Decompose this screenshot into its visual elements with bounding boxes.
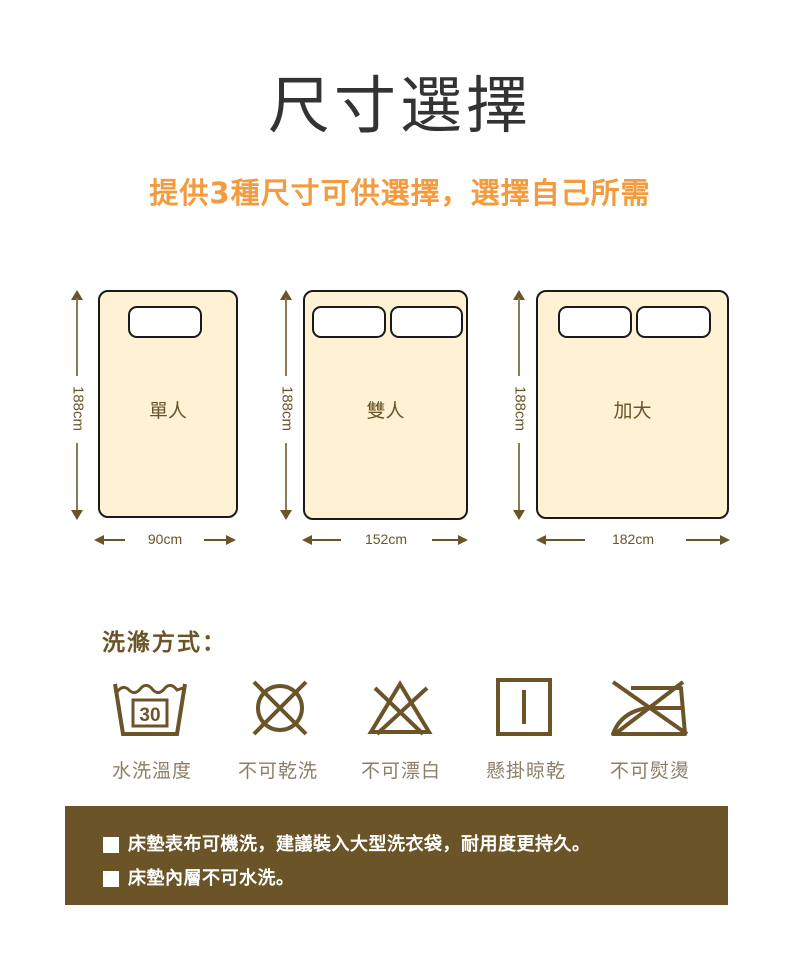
notice-item: 床墊內層不可水洗。 bbox=[103, 862, 728, 896]
arrow-left-icon bbox=[94, 535, 104, 545]
arrow-left-icon bbox=[302, 535, 312, 545]
dimension-line bbox=[686, 539, 720, 541]
dimension-line bbox=[76, 298, 78, 376]
arrow-down-icon bbox=[71, 510, 83, 520]
care-label: 不可乾洗 bbox=[237, 760, 318, 782]
dimension-line bbox=[204, 539, 226, 541]
pillow-icon bbox=[128, 306, 202, 338]
dimension-line bbox=[285, 298, 287, 376]
no-dry-clean-icon bbox=[252, 680, 308, 736]
notice-text: 床墊內層不可水洗。 bbox=[128, 868, 295, 889]
arrow-right-icon bbox=[226, 535, 236, 545]
width-label: 152cm bbox=[364, 531, 408, 547]
arrow-up-icon bbox=[280, 290, 292, 300]
length-label: 188cm bbox=[511, 385, 529, 432]
no-bleach-icon bbox=[367, 680, 433, 736]
care-label: 不可熨燙 bbox=[609, 760, 690, 782]
dimension-line bbox=[518, 443, 520, 511]
bed-size-name: 雙人 bbox=[366, 400, 405, 422]
arrow-left-icon bbox=[536, 535, 546, 545]
no-iron-icon bbox=[611, 680, 689, 736]
bed-king-diagram: 加大 bbox=[536, 290, 729, 519]
notice-item: 床墊表布可機洗，建議裝入大型洗衣袋，耐用度更持久。 bbox=[103, 828, 728, 862]
pillow-icon bbox=[312, 306, 386, 338]
arrow-right-icon bbox=[458, 535, 468, 545]
pillow-icon bbox=[558, 306, 632, 338]
square-bullet-icon bbox=[103, 871, 119, 887]
dimension-line bbox=[311, 539, 341, 541]
dimension-line bbox=[103, 539, 125, 541]
care-section-title: 洗滌方式： bbox=[102, 630, 227, 656]
wash-30-icon: 30 bbox=[113, 683, 187, 736]
care-notice-box: 床墊表布可機洗，建議裝入大型洗衣袋，耐用度更持久。 床墊內層不可水洗。 bbox=[65, 806, 728, 905]
width-label: 182cm bbox=[611, 531, 655, 547]
arrow-right-icon bbox=[720, 535, 730, 545]
bed-single-diagram: 單人 bbox=[98, 290, 238, 518]
dimension-line bbox=[285, 443, 287, 511]
length-label: 188cm bbox=[69, 385, 87, 432]
dimension-line bbox=[432, 539, 458, 541]
arrow-down-icon bbox=[513, 510, 525, 520]
bed-double-diagram: 雙人 bbox=[303, 290, 468, 520]
dimension-line bbox=[545, 539, 585, 541]
bed-size-name: 單人 bbox=[148, 400, 187, 422]
dimension-line bbox=[518, 298, 520, 376]
hang-dry-icon bbox=[496, 678, 552, 736]
arrow-down-icon bbox=[280, 510, 292, 520]
square-bullet-icon bbox=[103, 837, 119, 853]
arrow-up-icon bbox=[513, 290, 525, 300]
care-label: 不可漂白 bbox=[360, 760, 441, 782]
page-title: 尺寸選擇 bbox=[267, 69, 532, 142]
care-label: 懸掛晾乾 bbox=[485, 760, 566, 782]
page-subtitle: 提供3種尺寸可供選擇，選擇自己所需 bbox=[149, 176, 651, 210]
pillow-icon bbox=[636, 306, 711, 338]
arrow-up-icon bbox=[71, 290, 83, 300]
bed-size-name: 加大 bbox=[613, 400, 652, 422]
pillow-icon bbox=[390, 306, 463, 338]
notice-text: 床墊表布可機洗，建議裝入大型洗衣袋，耐用度更持久。 bbox=[128, 834, 591, 855]
width-label: 90cm bbox=[147, 531, 183, 547]
length-label: 188cm bbox=[278, 385, 296, 432]
dimension-line bbox=[76, 443, 78, 511]
svg-text:30: 30 bbox=[139, 705, 160, 726]
care-label: 水洗溫度 bbox=[111, 760, 192, 782]
